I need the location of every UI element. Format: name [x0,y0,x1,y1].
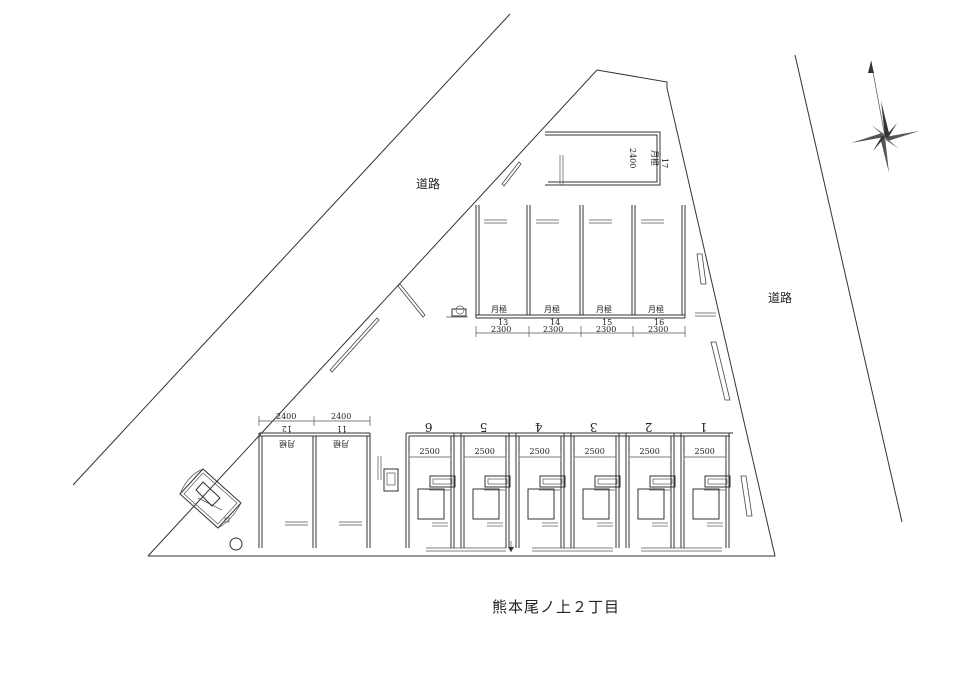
space-17-number: 17 [660,158,669,168]
parking-block-bottom: 6 2500 5 2500 4 2500 3 2500 2 2500 1 2500 [405,420,733,548]
space-3-stopper [594,475,621,488]
space-13-label: 月極 [491,304,507,314]
space-5-dimension: 2500 [475,447,495,456]
space-2-stopper [649,475,676,488]
space-13-number: 13 [498,318,508,327]
space-6-equipment-box [417,488,445,520]
space-5-number: 5 [480,420,488,434]
space-6-stopper-inner [432,478,453,485]
space-15-number: 15 [602,318,612,327]
space-3-stopper-inner [597,478,618,485]
space-6-number: 6 [425,420,433,434]
space-11-label: 月極 [333,439,349,449]
space-6-stopper [429,475,456,488]
space-15-dimension: 2300 [596,325,616,334]
space-12-number: 12 [282,424,292,433]
road-edge-left [72,13,511,486]
space-1-stopper-inner [707,478,728,485]
space-2-number: 2 [645,420,653,434]
space-11-dimension: 2400 [331,412,351,421]
site-title: 熊本尾ノ上２丁目 [492,598,620,616]
space-16-dimension: 2300 [648,325,668,334]
road-label-right: 道路 [768,290,792,305]
space-2-dimension: 2500 [640,447,660,456]
space-14-number: 14 [550,318,560,327]
space-2-stopper-inner [652,478,673,485]
pole-circle [229,537,243,551]
parking-block-top: 月極 月極 月極 月極 13 14 15 16 2300 2300 2300 2… [475,205,686,337]
boundary-fences [329,161,753,517]
space-1-number: 1 [700,420,708,434]
space-16-number: 16 [654,318,664,327]
parking-block-left: 2400 2400 12 11 月極 月極 [258,412,371,548]
space-14-label: 月極 [544,304,560,314]
space-6-dimension: 2500 [420,447,440,456]
space-1-equipment-box [692,488,720,520]
space-4-number: 4 [535,420,543,434]
space-4-dimension: 2500 [530,447,550,456]
site-boundary [147,69,776,557]
space-4-stopper-inner [542,478,563,485]
space-4-stopper [539,475,566,488]
space-12-label: 月極 [279,439,295,449]
space-3-equipment-box [582,488,610,520]
parking-space-17: 17 月極 2400 [545,131,669,186]
space-5-stopper-inner [487,478,508,485]
road-label-left: 道路 [416,176,440,191]
space-5-equipment-box [472,488,500,520]
space-13-dimension: 2300 [491,325,511,334]
space-14-dimension: 2300 [543,325,563,334]
space-1-dimension: 2500 [695,447,715,456]
space-11-number: 11 [337,424,347,433]
space-3-dimension: 2500 [585,447,605,456]
space-16-label: 月極 [648,304,664,314]
space-15-label: 月極 [596,304,612,314]
pay-station-bottom [377,456,399,492]
bottom-curbs [426,541,722,552]
space-4-equipment-box [527,488,555,520]
space-3-number: 3 [590,420,598,434]
space-2-equipment-box [637,488,665,520]
space-1-stopper [704,475,731,488]
pay-station-top [446,305,468,318]
space-17-dimension: 2400 [628,148,637,168]
signboard-left [179,468,243,551]
space-17-label: 月極 [650,150,660,166]
road-edge-right [794,54,903,523]
space-12-dimension: 2400 [276,412,296,421]
north-arrow-icon [851,60,919,173]
space-5-stopper [484,475,511,488]
